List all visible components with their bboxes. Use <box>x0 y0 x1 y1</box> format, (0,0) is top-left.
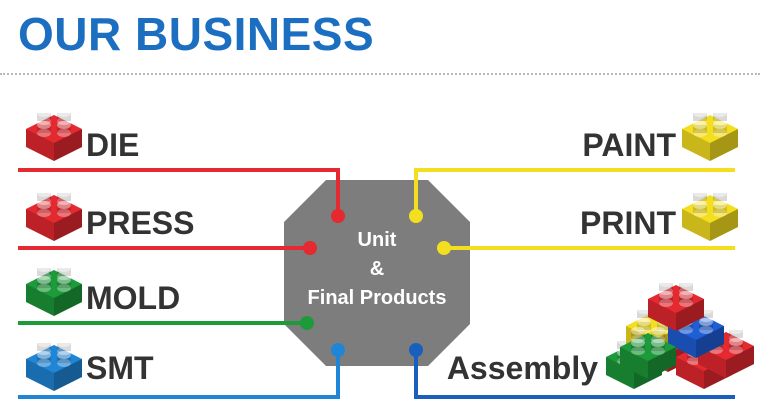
center-label: Unit & Final Products <box>282 226 472 313</box>
center-line-final-products: Final Products <box>307 287 447 309</box>
connector-line-die <box>18 168 340 214</box>
connector-line-smt <box>18 350 340 399</box>
center-line-unit: Unit <box>357 229 397 251</box>
red-block-icon <box>26 109 82 161</box>
yellow-block-icon <box>682 189 738 241</box>
green-block-icon <box>26 264 82 316</box>
connector-dot-paint <box>409 209 423 223</box>
label-press: PRESS <box>86 205 195 241</box>
connector-dot-mold <box>300 316 314 330</box>
center-line-ampersand: & <box>369 258 385 280</box>
label-smt: SMT <box>86 350 154 386</box>
connector-dot-assembly <box>409 343 423 357</box>
page-title: OUR BUSINESS <box>18 8 375 60</box>
connector-dot-press <box>303 241 317 255</box>
label-assembly: Assembly <box>446 350 598 386</box>
block-pyramid-icon <box>606 279 754 389</box>
connector-line-paint <box>414 168 735 214</box>
blue-block-icon <box>26 339 82 391</box>
yellow-block-icon <box>682 109 738 161</box>
connector-dot-die <box>331 209 345 223</box>
connector-dot-print <box>437 241 451 255</box>
dotted-divider <box>0 73 760 75</box>
connector-line-assembly <box>414 350 735 399</box>
center-octagon <box>284 180 470 366</box>
label-die: DIE <box>86 127 140 163</box>
label-paint: PAINT <box>582 127 676 163</box>
red-block-icon <box>26 189 82 241</box>
connector-dot-smt <box>331 343 345 357</box>
label-print: PRINT <box>580 205 676 241</box>
label-mold: MOLD <box>86 280 181 316</box>
